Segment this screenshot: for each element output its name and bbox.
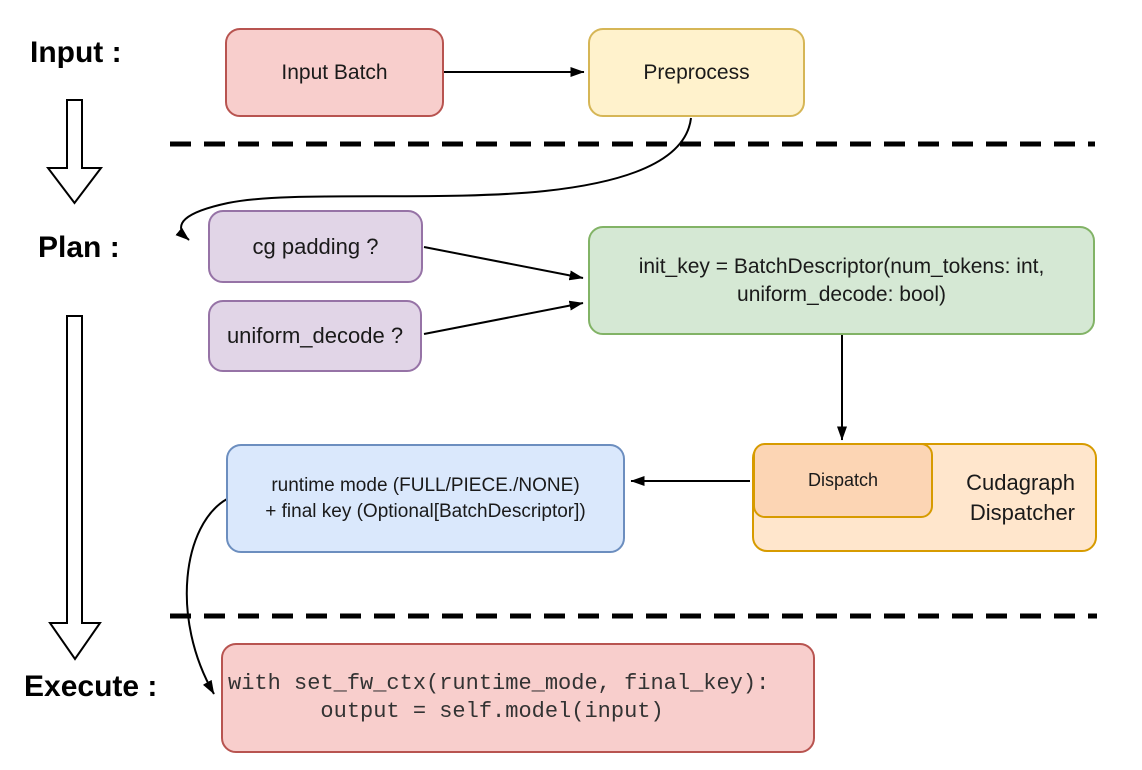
node-preprocess-label: Preprocess: [643, 60, 750, 84]
arrow-preprocess-to-cgpadding: [175, 117, 692, 241]
node-cudagraph-line1: Cudagraph: [966, 470, 1075, 496]
node-cg-padding: cg padding ?: [208, 210, 423, 283]
node-runtime-mode-line1: runtime mode (FULL/PIECE./NONE): [271, 475, 580, 497]
arrow-uniformdecode-to-initkey: [423, 300, 584, 335]
node-init-key-line1: init_key = BatchDescriptor(num_tokens: i…: [638, 254, 1045, 278]
node-cg-padding-label: cg padding ?: [252, 233, 379, 259]
node-runtime-mode-line2: + final key (Optional[BatchDescriptor]): [265, 500, 586, 522]
phase-arrow-plan-to-execute-icon: [48, 315, 102, 661]
node-runtime-mode: runtime mode (FULL/PIECE./NONE) + final …: [226, 444, 625, 553]
arrow-cgpadding-to-initkey: [423, 246, 584, 281]
node-uniform-decode-label: uniform_decode ?: [226, 323, 404, 349]
node-init-key: init_key = BatchDescriptor(num_tokens: i…: [588, 226, 1095, 335]
phase-arrow-input-to-plan-icon: [45, 99, 104, 205]
phase-label-plan: Plan :: [38, 231, 120, 264]
execute-code-line2: output = self.model(input): [228, 699, 664, 724]
node-input-batch: Input Batch: [225, 28, 444, 117]
node-preprocess: Preprocess: [588, 28, 805, 117]
arrow-runtimemode-to-executecode: [185, 498, 228, 695]
phase-label-execute: Execute :: [24, 670, 158, 703]
node-uniform-decode: uniform_decode ?: [208, 300, 422, 372]
node-init-key-line2: uniform_decode: bool): [737, 282, 946, 306]
node-input-batch-label: Input Batch: [281, 60, 388, 84]
phase-label-input: Input :: [30, 36, 122, 69]
execute-code-line1: with set_fw_ctx(runtime_mode, final_key)…: [228, 671, 770, 696]
node-execute-code: with set_fw_ctx(runtime_mode, final_key)…: [221, 643, 815, 753]
node-dispatch-label: Dispatch: [807, 469, 879, 490]
node-cudagraph-line2: Dispatcher: [969, 499, 1075, 525]
node-dispatch: Dispatch: [753, 443, 933, 518]
